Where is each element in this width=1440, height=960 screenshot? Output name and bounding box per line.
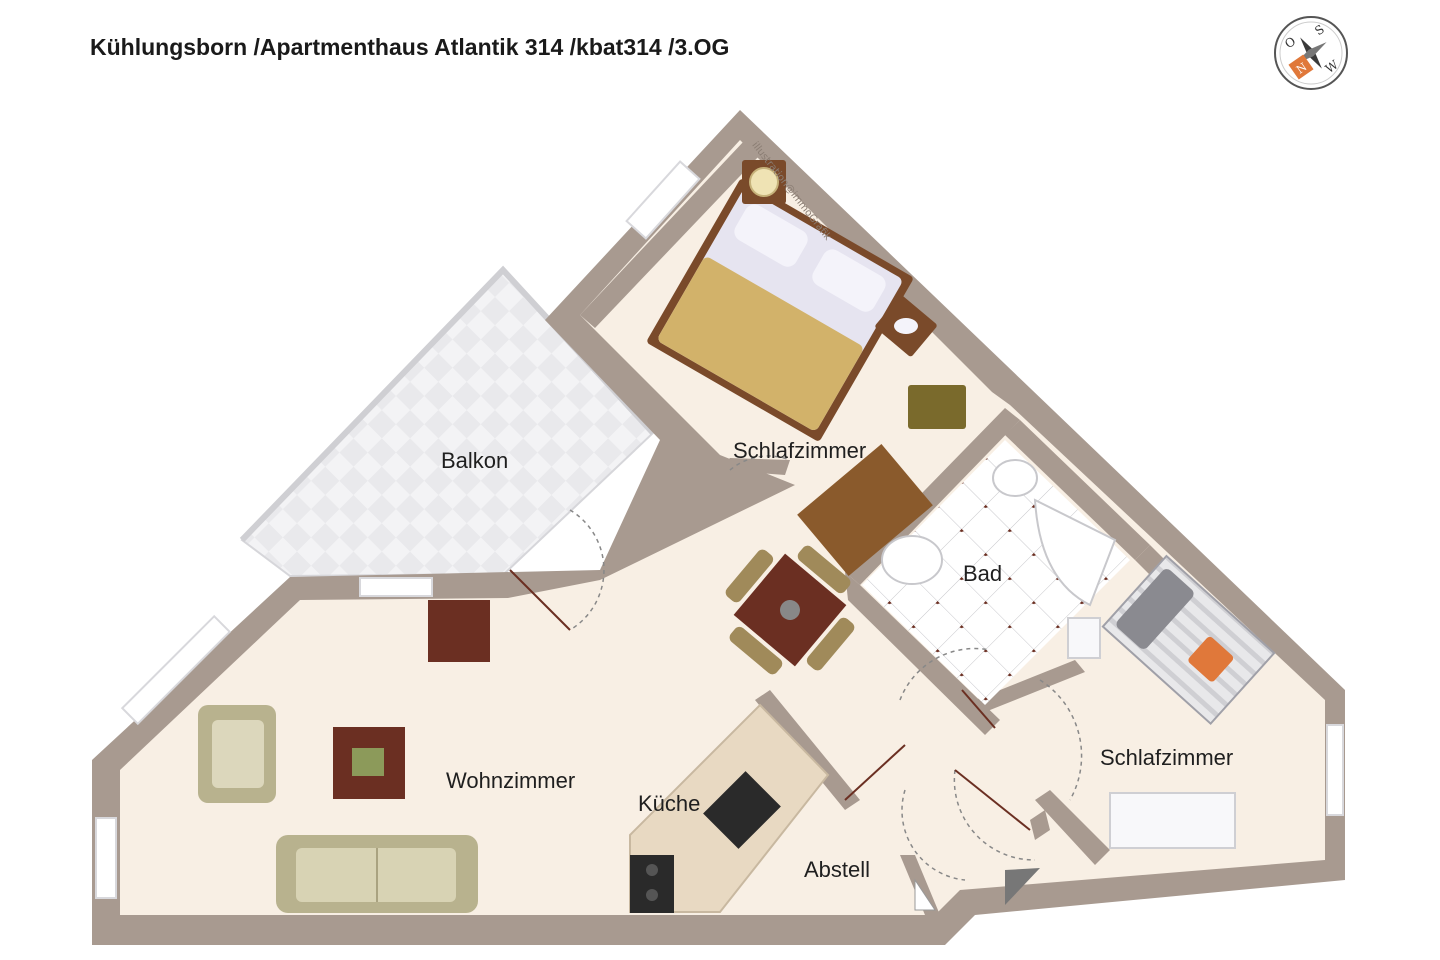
shower-tray	[1033, 498, 1117, 607]
room-label-schlafzimmer-2: Schlafzimmer	[1100, 745, 1234, 770]
room-label-balkon: Balkon	[441, 448, 509, 473]
bathroom-floor	[862, 440, 1130, 705]
wardrobe	[797, 444, 933, 576]
kitchen-counter	[629, 703, 830, 913]
compass-icon: N O S W	[1274, 16, 1348, 90]
toilet	[992, 459, 1038, 497]
door-swings	[569, 455, 1083, 881]
room-label-schlafzimmer-1: Schlafzimmer	[733, 438, 867, 463]
single-bed	[1101, 554, 1276, 726]
room-label-wohnzimmer: Wohnzimmer	[446, 768, 576, 793]
room-label-bad: Bad	[963, 561, 1003, 586]
windows	[95, 160, 1344, 899]
entrance-arrow-icon	[1005, 868, 1040, 905]
wardrobe-2	[1109, 792, 1236, 849]
armchair	[198, 705, 276, 803]
coffee-table	[333, 727, 405, 799]
door-leaves	[509, 569, 1031, 831]
dining-table	[725, 545, 855, 675]
storage-marker-icon	[914, 878, 936, 911]
nightstand-right	[875, 295, 937, 357]
outer-walls	[92, 110, 1345, 945]
plan-title: Kühlungsborn /Apartmenthaus Atlantik 314…	[90, 34, 730, 60]
double-bed	[647, 179, 913, 441]
room-label-abstell: Abstell	[804, 857, 871, 882]
sink	[881, 535, 943, 585]
bench	[908, 385, 966, 429]
small-shelf	[1067, 617, 1101, 659]
side-table	[428, 600, 490, 662]
sofa	[276, 835, 478, 913]
room-label-kueche: Küche	[638, 791, 701, 816]
nightstand-lamp	[742, 160, 786, 204]
